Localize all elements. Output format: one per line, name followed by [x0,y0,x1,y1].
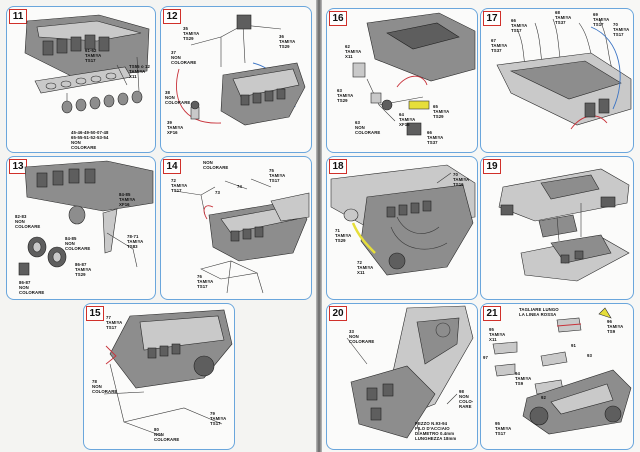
step-15-panel: 15 77 TAMIYA TS17 78 NON COLORARE 80 NON… [83,303,235,450]
label-78-71: 78-71 TAMIYA TS83 [127,234,144,249]
label-74: 74 [237,184,242,189]
label-39: 39 TAMIYA XF16 [167,120,184,135]
label-72: 72 TAMIYA TS17 [171,178,188,193]
label-non-colorare: NON COLORARE [203,160,229,170]
label-84-85-xf16: 84-85 TAMIYA XF16 [119,192,136,207]
engine-exhaust-illustration [330,164,476,276]
label-98: 98 NON COLO- RARE [459,389,474,409]
bodywork-illustration [492,307,632,435]
body-assembly-illustration [498,168,630,282]
step-21-panel: 21 TAGLIARE LUNGO LA LINEA ROSSA 95 TAMI… [480,303,634,450]
engine-heads-illustration [24,14,150,114]
label-ts55: TS55 o 12 TAMIYA X11 [129,64,150,79]
label-wire-note: PEZZO N.93-94 FILO D'ACCIAIO DIAMETRO 0.… [415,421,457,441]
label-61-62: 61-62 TAMIYA TS17 [85,48,102,63]
step-11-number: 11 [9,9,27,24]
label-97: 97 [483,355,488,360]
oil-tank-illustration [352,12,476,136]
label-66: 66 TAMIYA TS37 [427,130,444,145]
step-17-panel: 17 66 TAMIYA TS17 67 TAMIYA TS37 68 TAMI… [480,8,634,153]
label-69: 69 TAMIYA TS17 [593,12,610,27]
label-82-83: 82-83 NON COLORARE [15,214,41,229]
label-45-46: 45-46-49-50-07-48 65-55-51-52-53-54 NON … [71,130,109,150]
label-38: 38 NON COLORARE [165,90,191,105]
label-72-x11: 72 TAMIYA X11 [357,260,374,275]
chassis-rear-illustration [103,309,233,437]
label-93: 93 [587,353,592,358]
label-95-ts17: 95 TAMIYA TS17 [495,421,512,436]
label-73: 73 [215,190,220,195]
label-95-x11: 95 TAMIYA X11 [489,327,506,342]
label-65: 65 TAMIYA TS29 [433,104,450,119]
step-12-number: 12 [163,9,181,24]
label-64: 64 TAMIYA XF16 [399,112,416,127]
step-19-panel: 19 [480,156,634,300]
step-16-panel: 16 62 TAMIYA X11 63 TAMIYA TS29 63 NON C… [326,8,478,153]
label-33: 33 NON COLORARE [349,329,375,344]
step-20-number: 20 [329,306,347,321]
label-63-ts29: 63 TAMIYA TS29 [337,88,354,103]
step-18-number: 18 [329,159,347,174]
cockpit-illustration [346,305,474,439]
label-86-87-ts29: 86-87 TAMIYA TS29 [75,262,92,277]
rear-suspension-illustration [174,178,310,294]
step-14-panel: 14 NON COLORARE 72 TAMIYA TS17 73 74 75 … [160,156,312,300]
step-21-number: 21 [483,306,501,321]
label-78: 78 NON COLORARE [92,379,118,394]
label-75: 75 TAMIYA TS17 [269,168,286,183]
label-79: 79 TAMIYA TS17 [210,411,227,426]
label-66-ts17: 66 TAMIYA TS17 [511,18,528,33]
label-71: 71 TAMIYA TS29 [335,228,352,243]
label-35: 35 TAMIYA TS29 [183,26,200,41]
label-tagliare: TAGLIARE LUNGO LA LINEA ROSSA [519,307,559,317]
label-68: 68 TAMIYA TS37 [555,10,572,25]
label-96: 96 TAMIYA TS9 [607,319,624,334]
step-19-number: 19 [483,159,501,174]
label-77: 77 TAMIYA TS17 [106,315,123,330]
brakes-illustration [18,160,154,276]
label-76: 76 TAMIYA TS17 [197,274,214,289]
label-92: 92 [541,395,546,400]
label-62: 62 TAMIYA X11 [345,44,362,59]
label-67: 67 TAMIYA TS37 [491,38,508,53]
label-94: 94 TAMIYA TS9 [515,371,532,386]
step-12-panel: 12 35 TAMIYA TS29 37 NON COLORARE 36 TAM… [160,6,312,153]
label-91: 91 [571,343,576,348]
step-16-number: 16 [329,11,347,26]
step-20-panel: 20 33 NON COLORARE 98 NON COLO- RARE PEZ… [326,303,478,450]
label-63-non: 63 NON COLORARE [355,120,381,135]
page-spine [316,0,322,452]
step-17-number: 17 [483,11,501,26]
label-70-ts16: 70 TAMIYA TS16 [453,172,470,187]
step-13-panel: 13 84-85 TAMIYA XF16 82-83 NON COLORARE … [6,156,156,300]
label-36: 36 TAMIYA TS29 [279,34,296,49]
step-14-number: 14 [163,159,181,174]
label-84-85-non: 84-85 NON COLORARE [65,236,91,251]
step-18-panel: 18 71 TAMIYA TS29 70 TAMIYA TS16 72 TAMI… [326,156,478,300]
label-86-87-non: 86-87 NON COLORARE [19,280,45,295]
step-13-number: 13 [9,159,27,174]
label-70: 70 TAMIYA TS17 [613,22,630,37]
step-11-panel: 11 61-62 TAMIYA TS17 TS55 o 12 TAMIYA X1… [6,6,156,153]
step-15-number: 15 [86,306,104,321]
oil-lines-illustration [176,14,306,126]
label-80: 80 NON COLORARE [154,427,180,442]
label-37: 37 NON COLORARE [171,50,197,65]
exhaust-illustration [496,18,632,130]
